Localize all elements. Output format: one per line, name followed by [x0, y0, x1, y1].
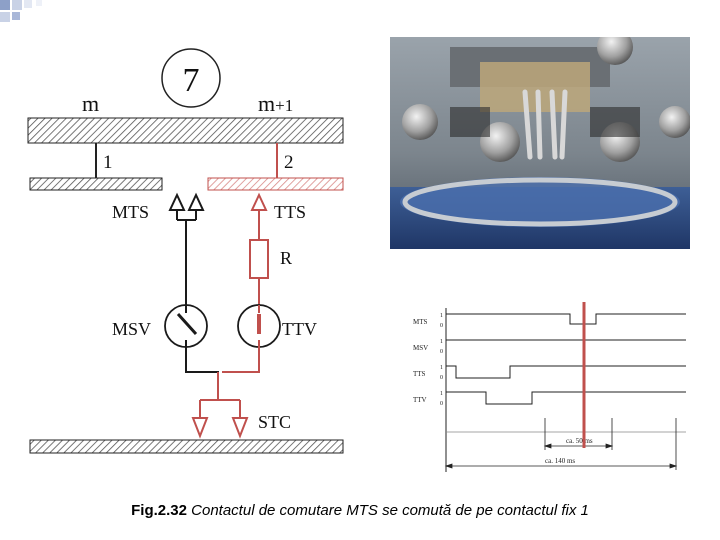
stc-arrow-icon [191, 417, 249, 439]
interval-140ms [444, 418, 678, 470]
tts-level-high: 1 [440, 365, 443, 371]
figure-caption: Fig.2.32 Contactul de comutare MTS se co… [0, 502, 720, 519]
tap-label-m: m [82, 91, 99, 116]
figure-number: Fig.2.32 [131, 502, 187, 519]
signal-label-mts: MTS [413, 318, 428, 326]
interval-50ms [543, 418, 614, 450]
tts-arrow-icon [250, 192, 268, 211]
figure-caption-text: Contactul de comutare MTS se comută de p… [191, 502, 589, 519]
timing-diagram: MTS MSV TTS TTV 1 0 1 0 1 0 1 0 ca. 50 m… [413, 302, 686, 472]
tts-waveform [446, 365, 686, 379]
signal-label-tts: TTS [413, 370, 426, 378]
step-number: 7 [183, 62, 200, 99]
switching-diagram: 7 m m+1 1 2 MTS TTS R MSV TTV [27, 48, 344, 454]
msv-switch-blade [176, 312, 198, 336]
mts-level-high: 1 [440, 313, 443, 319]
step-circle [161, 48, 221, 108]
mts-waveform [446, 313, 686, 325]
resistor-label: R [280, 248, 292, 268]
msv-label: MSV [112, 319, 151, 339]
tap-label-m-plus-1: m+1 [258, 91, 293, 116]
ttv-label: TTV [282, 319, 317, 339]
msv-level-high: 1 [440, 339, 443, 345]
bottom-bus-bar [29, 439, 344, 454]
ttv-level-low: 0 [440, 401, 443, 407]
msv-level-low: 0 [440, 349, 443, 355]
fixed-contact-2-bar [207, 177, 344, 191]
slide-corner-decoration [0, 0, 42, 22]
tts-level-low: 0 [440, 375, 443, 381]
interval-140ms-label: ca. 140 ms [545, 457, 575, 465]
tts-label: TTS [274, 202, 306, 222]
mts-arrow-icon [168, 192, 205, 221]
tap-changer-photo [390, 37, 690, 249]
interval-50ms-label: ca. 50 ms [566, 437, 593, 445]
resistor-r [249, 239, 269, 279]
signal-label-msv: MSV [413, 344, 428, 352]
signal-label-ttv: TTV [413, 396, 427, 404]
top-bus-bar [27, 117, 344, 144]
msv-to-junction-wire [185, 347, 219, 395]
mts-label: MTS [112, 202, 149, 222]
ttv-waveform [446, 391, 686, 405]
stc-label: STC [258, 412, 291, 432]
ttv-to-junction-wire [222, 347, 260, 373]
contact-2-label: 2 [284, 152, 294, 173]
ttv-level-high: 1 [440, 391, 443, 397]
mts-level-low: 0 [440, 323, 443, 329]
contact-1-label: 1 [103, 152, 113, 173]
fixed-contact-1-bar [29, 177, 163, 191]
